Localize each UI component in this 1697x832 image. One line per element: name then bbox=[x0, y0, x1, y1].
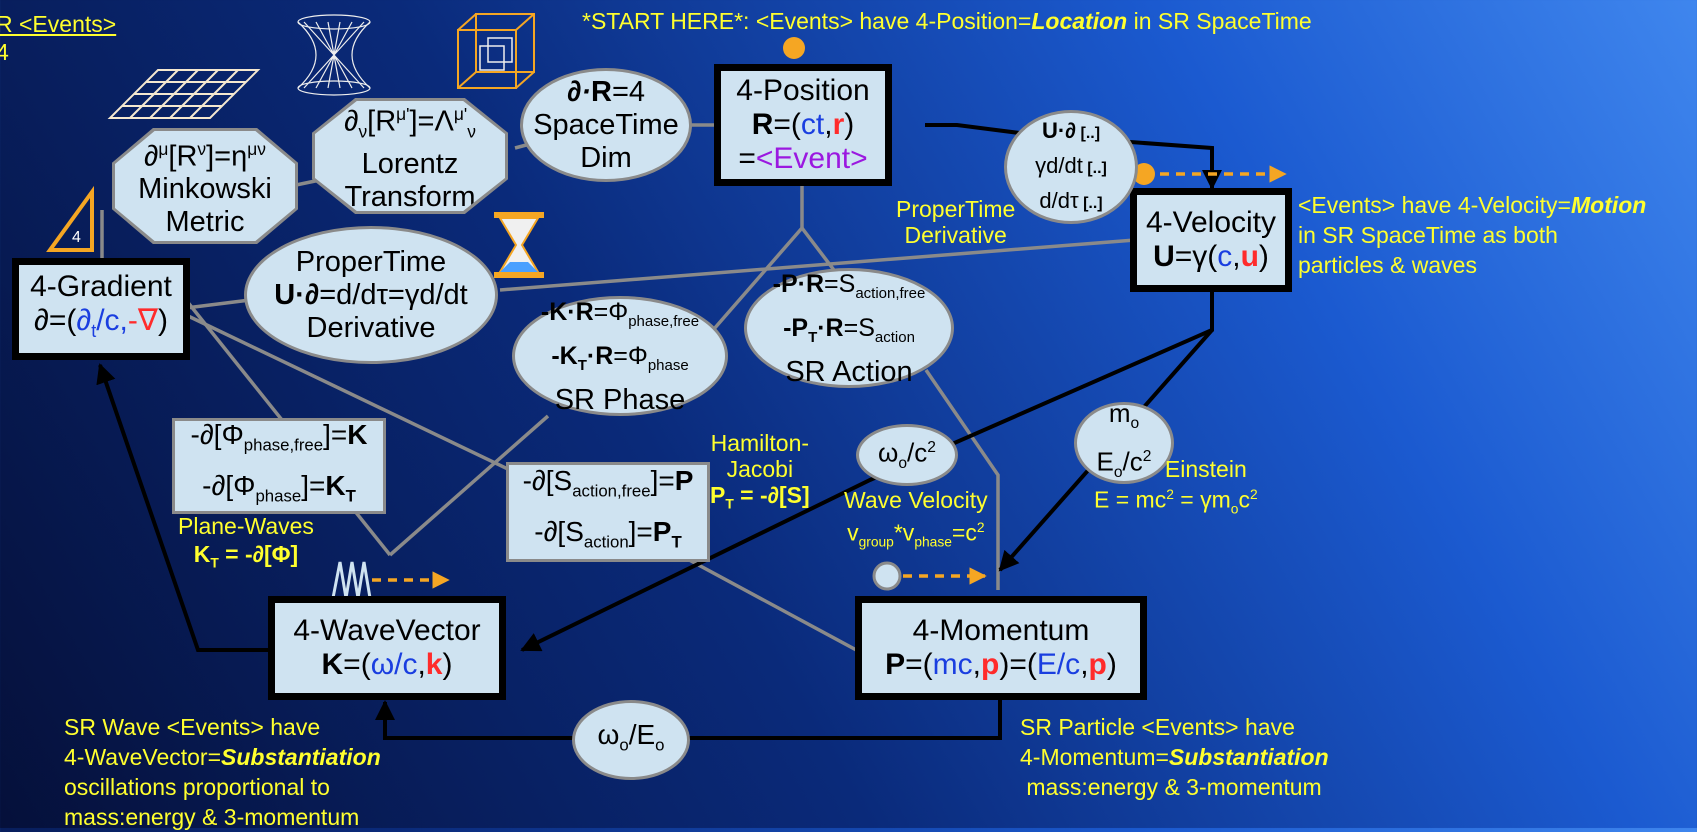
gradient-eq: ∂=(∂t/c,-∇) bbox=[34, 304, 168, 341]
wave-description: SR Wave <Events> have 4-WaveVector=Subst… bbox=[64, 714, 381, 830]
triangle-number: 4 bbox=[72, 229, 81, 246]
wave-icon bbox=[331, 561, 372, 599]
wavevector-eq: K=(ω/c,k) bbox=[321, 648, 453, 681]
event-dot-icon bbox=[783, 37, 805, 59]
minkowski-metric-octagon[interactable]: ∂μ[Rν]=ημν Minkowski Metric bbox=[112, 128, 298, 244]
top-left-label: R <Events> 4 bbox=[0, 11, 117, 65]
wave-velocity-label: Wave Velocity vgroup*vphase=c2 bbox=[844, 487, 988, 550]
particle-description: SR Particle <Events> have 4-Momentum=Sub… bbox=[1020, 714, 1329, 800]
lorentz-transform-octagon[interactable]: ∂ν[Rμ']=Λμ'ν Lorentz Transform bbox=[312, 98, 508, 214]
einstein-label: Einstein E = mc2 = γmoc2 bbox=[1094, 456, 1258, 517]
action-gradient-rect[interactable]: -∂[Saction,free]=P -∂[Saction]=PT bbox=[506, 462, 710, 562]
hourglass-icon bbox=[494, 212, 544, 278]
velocity-dot-icon bbox=[1133, 163, 1155, 185]
four-momentum-box[interactable]: 4-Momentum P=(mc,p)=(E/c,p) bbox=[855, 596, 1147, 700]
momentum-dot-icon bbox=[872, 561, 902, 591]
position-eq: R=(ct,r) bbox=[751, 108, 855, 141]
four-velocity-box[interactable]: 4-Velocity U=γ(c,u) bbox=[1130, 188, 1292, 292]
omega-c2-ellipse[interactable]: ωo/c2 bbox=[856, 424, 958, 486]
momentum-title: 4-Momentum bbox=[912, 614, 1090, 647]
propertime-derivative-ellipse[interactable]: ProperTime U·∂=d/dτ=γd/dt Derivative bbox=[244, 226, 498, 364]
four-gradient-box[interactable]: 4-Gradient ∂=(∂t/c,-∇) bbox=[12, 258, 190, 360]
position-title: 4-Position bbox=[736, 74, 870, 107]
phase-gradient-rect[interactable]: -∂[Φphase,free]=K -∂[Φphase]=KT bbox=[172, 418, 386, 514]
orange-dashed-arrows bbox=[372, 165, 1287, 589]
four-position-box[interactable]: 4-Position R=(ct,r) =<Event> bbox=[714, 64, 892, 186]
sr-action-ellipse[interactable]: -P·R=Saction,free -PT·R=Saction SR Actio… bbox=[744, 268, 954, 388]
omega-e-ellipse[interactable]: ωo/Eo bbox=[572, 700, 690, 780]
four-wavevector-box[interactable]: 4-WaveVector K=(ω/c,k) bbox=[268, 596, 506, 700]
tesseract-icon bbox=[457, 13, 535, 89]
triangle-icon bbox=[46, 185, 94, 252]
rest-mass-ellipse[interactable]: mo Eo/c2 bbox=[1074, 398, 1174, 484]
velocity-description: <Events> have 4-Velocity=Motion in SR Sp… bbox=[1298, 192, 1647, 278]
hamilton-jacobi-label: Hamilton-Jacobi PT = -∂[S] bbox=[710, 430, 810, 512]
grid-icon bbox=[107, 69, 261, 119]
plane-waves-label: Plane-Waves KT = -∂[Φ] bbox=[178, 513, 314, 571]
start-here-title: *START HERE*: <Events> have 4-Position=L… bbox=[582, 8, 1312, 34]
spacetime-dim-ellipse[interactable]: ∂·R=4 SpaceTime Dim bbox=[520, 68, 692, 182]
sr-phase-ellipse[interactable]: -K·R=Φphase,free -KT·R=Φphase SR Phase bbox=[512, 296, 728, 416]
wavevector-title: 4-WaveVector bbox=[293, 614, 481, 647]
momentum-eq: P=(mc,p)=(E/c,p) bbox=[885, 648, 1117, 681]
hyperboloid-icon bbox=[297, 14, 371, 96]
velocity-eq: U=γ(c,u) bbox=[1153, 240, 1269, 273]
position-event: =<Event> bbox=[738, 142, 868, 175]
u-dot-partial-ellipse[interactable]: U·∂ [..] γd/dt [..] d/dτ [..] bbox=[1004, 110, 1138, 224]
gradient-title: 4-Gradient bbox=[30, 270, 172, 303]
velocity-title: 4-Velocity bbox=[1145, 206, 1277, 239]
